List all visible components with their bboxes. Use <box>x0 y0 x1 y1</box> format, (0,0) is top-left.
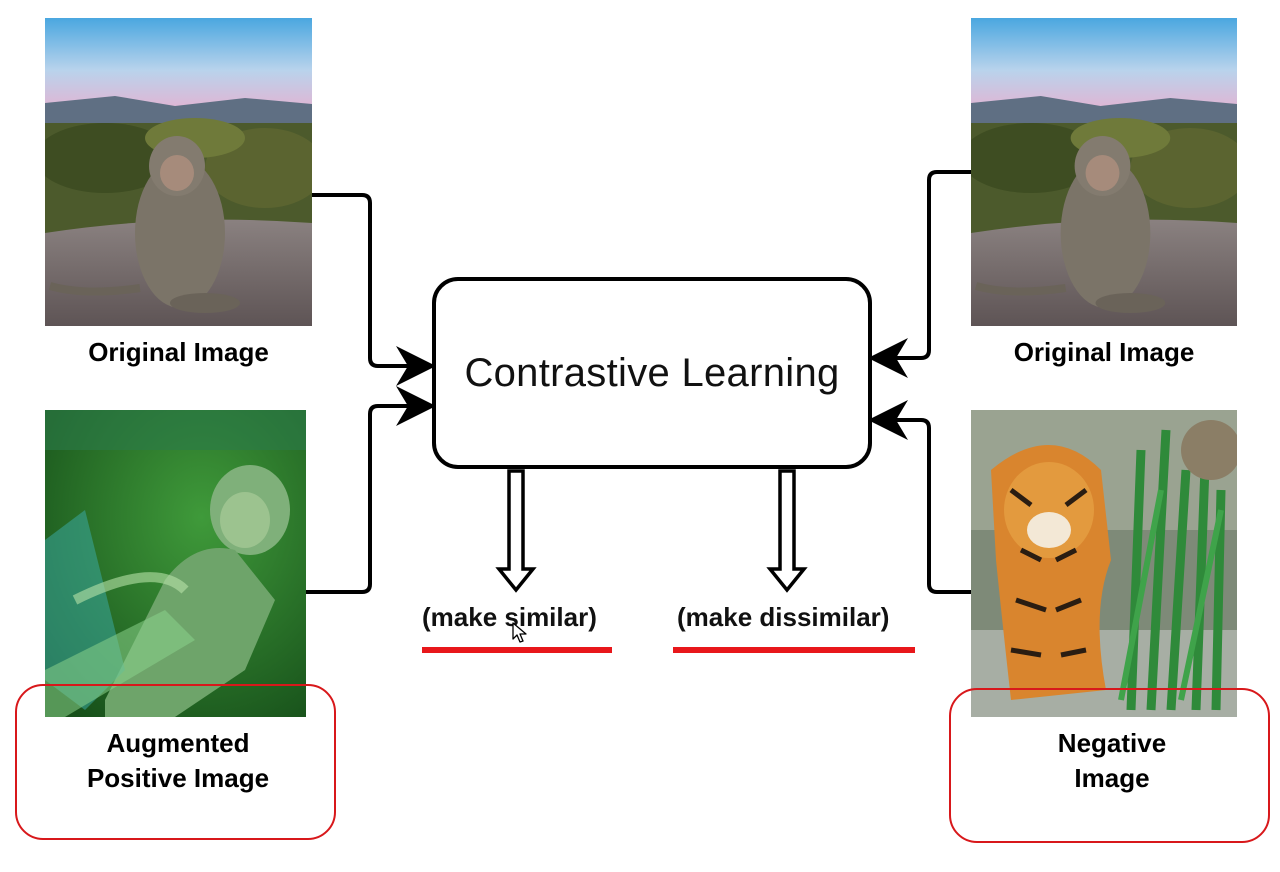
caption-original-image-right: Original Image <box>1013 337 1195 367</box>
caption-line: Image <box>1074 763 1150 793</box>
original-monkey-image-right <box>971 18 1237 326</box>
highlight-box-negative <box>949 688 1270 843</box>
arrow-augmented-to-cl <box>306 386 436 594</box>
highlight-box-augmented <box>15 684 336 840</box>
underline-similar <box>422 647 612 653</box>
caption-line: Augmented <box>106 728 250 758</box>
original-monkey-image-left <box>45 18 312 326</box>
arrow-original-left-to-cl <box>312 193 436 386</box>
caption-augmented-positive-image: Augmented Positive Image <box>28 726 328 796</box>
make-similar-label: (make similar) <box>422 602 597 632</box>
arrow-original-right-to-cl <box>868 170 971 378</box>
caption-line: Negative <box>1057 728 1167 758</box>
augmented-positive-monkey-image <box>45 410 306 717</box>
mouse-cursor-icon <box>512 622 527 643</box>
arrow-negative-to-cl <box>868 400 971 594</box>
contrastive-learning-box: Contrastive Learning <box>432 277 872 469</box>
negative-tiger-image <box>971 410 1237 717</box>
caption-original-image-left: Original Image <box>88 337 269 367</box>
hollow-arrow-dissimilar <box>766 469 808 593</box>
caption-negative-image: Negative Image <box>962 726 1262 796</box>
caption-line: Positive Image <box>86 763 270 793</box>
hollow-arrow-similar <box>495 469 537 593</box>
underline-dissimilar <box>673 647 915 653</box>
make-dissimilar-label: (make dissimilar) <box>677 602 890 632</box>
contrastive-learning-label: Contrastive Learning <box>464 350 840 395</box>
